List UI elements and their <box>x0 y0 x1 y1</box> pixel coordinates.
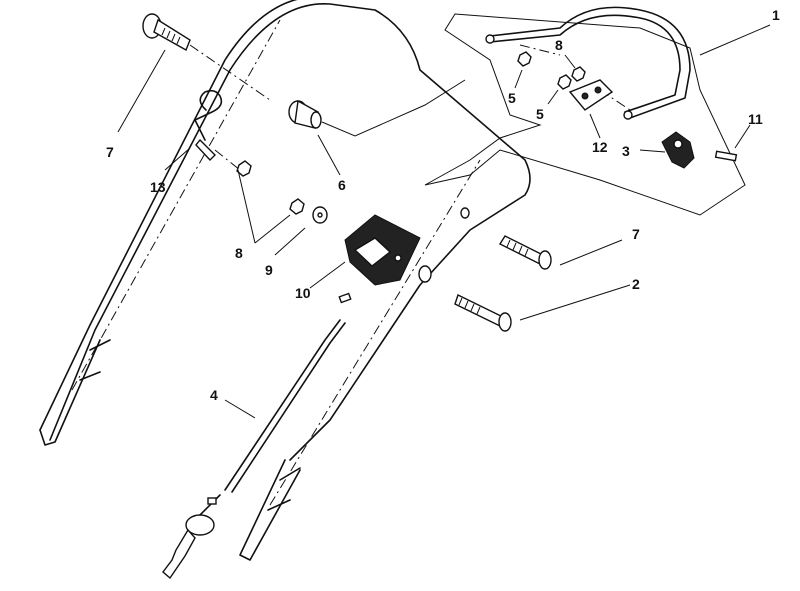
bolt-part-7-right <box>460 207 552 270</box>
bracket-part-12 <box>568 79 614 111</box>
callout-8b: 8 <box>235 245 243 261</box>
main-handle <box>39 0 531 561</box>
callout-7a: 7 <box>106 144 114 160</box>
callout-7b: 7 <box>632 226 640 242</box>
bushing-part-6 <box>288 79 466 137</box>
callout-3: 3 <box>622 143 630 159</box>
block-part-10 <box>344 214 421 286</box>
callout-10: 10 <box>295 285 311 301</box>
callout-labels: 1 2 3 4 5 5 6 7 7 8 8 9 10 11 12 13 <box>106 7 780 403</box>
exploded-plane <box>424 13 746 216</box>
nuts-lower <box>236 160 328 224</box>
callout-12: 12 <box>592 139 608 155</box>
callout-11: 11 <box>748 111 763 127</box>
cam-lever-part-3 <box>661 131 695 169</box>
nuts-upper <box>517 51 586 90</box>
callout-4: 4 <box>210 387 218 403</box>
callout-13: 13 <box>150 179 166 195</box>
callout-1: 1 <box>772 7 780 23</box>
callout-5a: 5 <box>508 90 516 106</box>
bolt-part-2 <box>418 265 512 332</box>
callout-2: 2 <box>632 276 640 292</box>
bolt-part-7-left <box>142 13 271 101</box>
leader-lines <box>117 24 771 419</box>
eyebolt-part-13 <box>194 89 241 171</box>
callout-5b: 5 <box>536 106 544 122</box>
callout-9: 9 <box>265 262 273 278</box>
callout-8a: 8 <box>555 37 563 53</box>
pin-part-11 <box>714 150 738 162</box>
callout-6: 6 <box>338 177 346 193</box>
rod-part-4 <box>162 292 352 580</box>
